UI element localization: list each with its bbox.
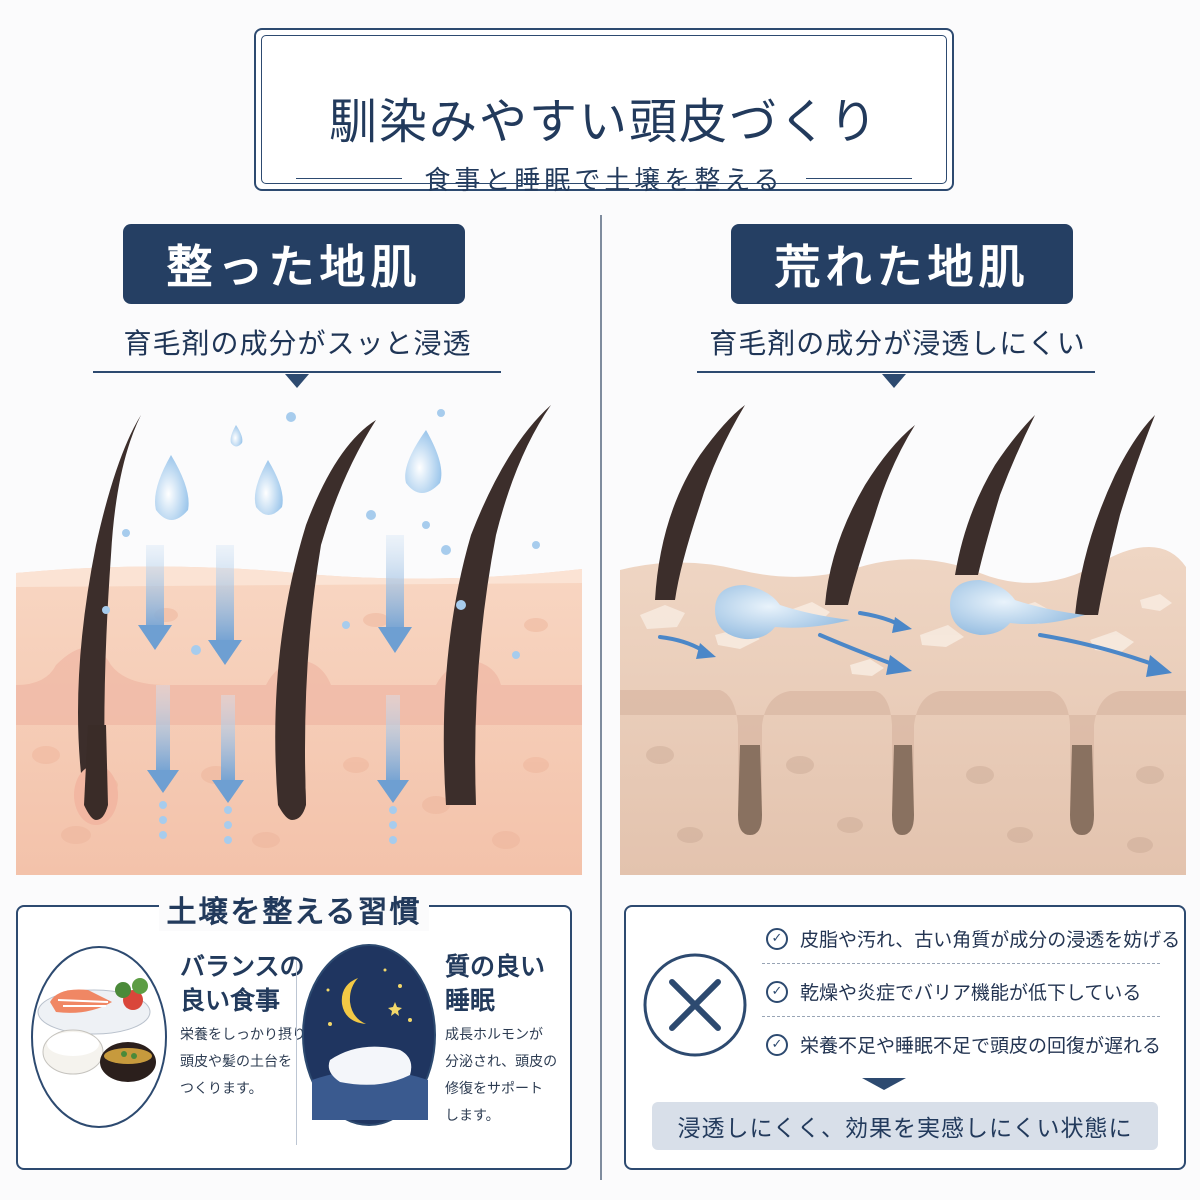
meal-heading-line1: バランスの: [180, 952, 305, 981]
title-box: 馴染みやすい頭皮づくり 食事と睡眠で土壌を整える: [254, 28, 954, 196]
check-circle-icon: ✓: [766, 1033, 788, 1056]
healthy-scalp-badge: 整った地肌: [123, 224, 465, 304]
meal-body-line3: つくります。: [180, 1081, 263, 1097]
healthy-scalp-illustration: [16, 405, 582, 875]
sleep-heading-line2: 睡眠: [445, 986, 496, 1015]
habit-separator: [296, 960, 297, 1145]
problem-text-3: 栄養不足や睡眠不足で頭皮の回復が遅れる: [800, 1035, 1162, 1057]
meal-body-line1: 栄養をしっかり摂り、: [180, 1027, 320, 1043]
check-circle-icon: ✓: [766, 927, 788, 950]
problem-item-3: ✓ 栄養不足や睡眠不足で頭皮の回復が遅れる: [766, 1031, 1161, 1058]
rough-scalp-badge: 荒れた地肌: [731, 224, 1073, 304]
subtitle-rule-left: [296, 178, 403, 179]
sleep-body-line3: 修復をサポート: [445, 1081, 543, 1097]
sleep-body-line2: 分泌され、頭皮の: [445, 1054, 558, 1070]
sleep-body-line1: 成長ホルモンが: [445, 1027, 543, 1043]
problem-text-1: 皮脂や汚れ、古い角質が成分の浸透を妨げる: [800, 929, 1181, 951]
page-title: 馴染みやすい頭皮づくり: [328, 94, 879, 150]
subtitle-rule-right: [805, 178, 913, 179]
problem-divider-1: [762, 963, 1160, 964]
page-subtitle: 食事と睡眠で土壌を整える: [424, 166, 784, 196]
sleep-moon-icon: [302, 944, 436, 1126]
healthy-caption-rule: [93, 371, 501, 373]
meal-heading-line2: 良い食事: [180, 986, 281, 1015]
subtitle-row: 食事と睡眠で土壌を整える: [296, 160, 913, 197]
rough-scalp-illustration: [620, 405, 1186, 875]
habits-title: 土壌を整える習慣: [159, 887, 429, 931]
problem-item-2: ✓ 乾燥や炎症でバリア機能が低下している: [766, 978, 1141, 1005]
check-circle-icon: ✓: [766, 980, 788, 1003]
problem-text-2: 乾燥や炎症でバリア機能が低下している: [800, 982, 1142, 1004]
problem-item-1: ✓ 皮脂や汚れ、古い角質が成分の浸透を妨げる: [766, 925, 1180, 952]
result-pointer: [862, 1078, 906, 1090]
rough-caption-rule: [697, 371, 1095, 373]
healthy-scalp-caption: 育毛剤の成分がスッと浸透: [123, 327, 472, 360]
panel-divider: [600, 215, 602, 1180]
rough-scalp-caption: 育毛剤の成分が浸透しにくい: [709, 327, 1086, 360]
rough-caption-pointer: [882, 374, 906, 388]
meal-body-line2: 頭皮や髪の土台を: [180, 1054, 292, 1070]
problem-result: 浸透しにくく、効果を実感しにくい状態に: [652, 1102, 1158, 1150]
problem-divider-2: [762, 1016, 1160, 1017]
sleep-body-line4: します。: [445, 1108, 500, 1124]
healthy-caption-pointer: [285, 374, 309, 388]
balanced-meal-icon: [31, 946, 167, 1128]
sleep-heading-line1: 質の良い: [445, 952, 546, 981]
cross-mark-icon: [643, 953, 747, 1057]
